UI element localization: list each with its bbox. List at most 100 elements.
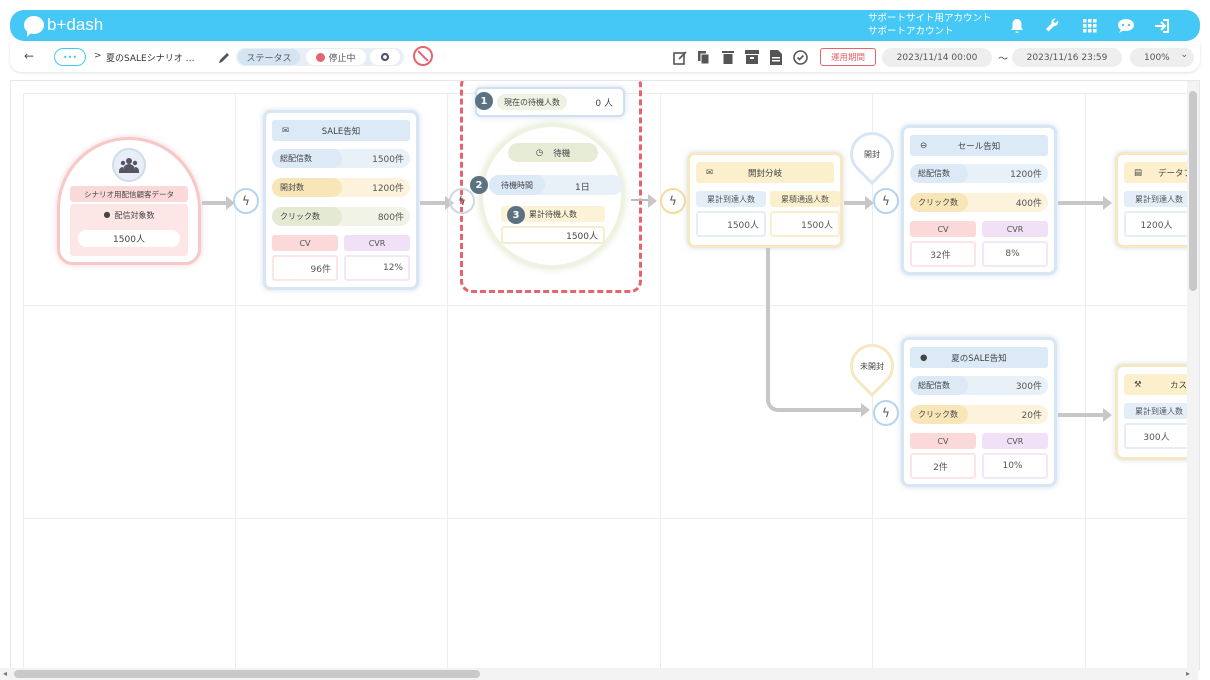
trigger-bolt-icon[interactable]: ϟ (873, 400, 899, 426)
cv-label: CV (910, 221, 976, 237)
wait-time-label: 待機時間 (489, 175, 545, 195)
account-name: サポートサイト用アカウント (868, 13, 992, 24)
copy-icon[interactable] (696, 49, 712, 65)
connector-arrow (786, 403, 870, 417)
chat-icon[interactable] (1116, 16, 1136, 36)
vertical-scrollbar-thumb[interactable] (1189, 91, 1197, 291)
grid-icon[interactable] (1080, 16, 1100, 36)
sale-notice-sent-label: 総配信数 (910, 164, 968, 183)
zoom-select[interactable]: 100% ⌄ (1130, 48, 1194, 67)
summer-sale-sent-label: 総配信数 (910, 376, 968, 395)
data-file-title-bar: ▤ データファ (1124, 162, 1199, 183)
sale-notice-node[interactable]: ⊖ セール告知 1200件 総配信数 400件 クリック数 CV CVR 32件… (901, 125, 1057, 275)
period-separator: 〜 (998, 54, 1008, 65)
custom-reach-value: 300人 (1124, 423, 1194, 449)
cvr-label: CVR (982, 221, 1048, 237)
cvr-value: 12% (344, 255, 410, 281)
trigger-bolt-icon[interactable]: ϟ (449, 188, 475, 214)
sale-notice-title: セール告知 (957, 141, 1001, 152)
clock-icon: ◷ (535, 147, 544, 158)
prohibit-icon[interactable] (413, 46, 433, 66)
check-circle-icon[interactable] (792, 49, 808, 65)
cvr-label: CVR (344, 235, 410, 251)
clipboard-icon: ▤ (1134, 167, 1143, 178)
branch-reach-label: 累計到達人数 (696, 191, 766, 207)
connector-arrow (202, 196, 235, 210)
status-label: ステータス (238, 49, 300, 65)
summer-sale-node[interactable]: ● 夏のSALE告知 300件 総配信数 20件 クリック数 CV CVR 2件… (901, 337, 1057, 487)
wait-total-value: 1500人 (501, 226, 605, 244)
scenario-name[interactable]: 夏のSALEシナリオ … (106, 54, 195, 64)
gear-icon[interactable] (370, 49, 400, 65)
trigger-bolt-icon[interactable]: ϟ (660, 188, 686, 214)
cvr-label: CVR (982, 433, 1048, 449)
segment-node[interactable]: シナリオ用配信顧客データ ● 配信対象数 1500人 (57, 137, 201, 265)
grid-line (235, 93, 236, 669)
branch-title-bar: ✉ 開封分岐 (696, 162, 834, 183)
badge-number-1: 1 (475, 92, 493, 110)
wait-time-row: 待機時間 1日 (489, 175, 623, 195)
branch-reach-value: 1500人 (696, 211, 766, 237)
connector-arrow (844, 196, 874, 210)
connector-arrow (420, 196, 454, 210)
period-end[interactable]: 2023/11/16 23:59 (1012, 48, 1122, 67)
edit-icon[interactable] (672, 49, 688, 65)
vertical-scrollbar[interactable] (1187, 81, 1199, 669)
cv-value: 96件 (272, 255, 338, 281)
badge-number-3: 3 (507, 206, 525, 224)
trigger-bolt-icon[interactable]: ϟ (233, 188, 259, 214)
connector-arrow (1058, 408, 1112, 422)
data-file-reach-value: 1200人 (1124, 211, 1194, 237)
wait-title: ◷ 待機 (508, 143, 598, 162)
segment-count-label: 配信対象数 (114, 211, 155, 220)
back-button[interactable]: ← (24, 49, 35, 63)
status-value[interactable]: 停止中 (306, 49, 366, 65)
account-info[interactable]: サポートサイト用アカウント サポートアカウント (868, 13, 992, 38)
document-icon[interactable] (768, 49, 784, 65)
sale-mail-node[interactable]: ✉ SALE告知 1500件 総配信数 1200件 開封数 800件 クリック数… (263, 110, 419, 290)
cv-value: 32件 (910, 241, 976, 267)
scenario-canvas[interactable]: シナリオ用配信顧客データ ● 配信対象数 1500人 ϟ ✉ SALE告知 15… (10, 80, 1200, 670)
bell-icon[interactable] (1007, 16, 1027, 36)
summer-sale-click-label: クリック数 (910, 405, 968, 424)
horizontal-scrollbar[interactable]: ◂ ▸ (0, 668, 1198, 680)
brand-logo[interactable]: b+dash (24, 15, 104, 37)
edit-name-icon[interactable] (216, 49, 232, 65)
wrench-icon[interactable] (1043, 16, 1063, 36)
data-file-node[interactable]: ▤ データファ 累計到達人数 1200人 (1115, 152, 1199, 248)
custom-title-bar: ⚒ カスタム (1124, 374, 1199, 395)
custom-node[interactable]: ⚒ カスタム 累計到達人数 300人 (1115, 364, 1199, 460)
scroll-right-icon[interactable]: ▸ (1186, 669, 1191, 678)
trash-icon[interactable] (720, 49, 736, 65)
grid-line (1085, 93, 1086, 669)
horizontal-scrollbar-thumb[interactable] (14, 670, 480, 678)
summer-sale-sent-value: 300件 (1015, 382, 1042, 392)
logout-icon[interactable] (1152, 16, 1172, 36)
brand-name: b+dash (47, 15, 104, 34)
archive-icon[interactable] (744, 49, 760, 65)
current-waiting-box: 現在の待機人数 0 人 (475, 87, 625, 117)
grid-line (660, 93, 661, 669)
sale-mail-open-label: 開封数 (272, 178, 342, 197)
more-button[interactable]: ••• (54, 48, 86, 66)
segment-title: シナリオ用配信顧客データ (70, 186, 188, 202)
period-start[interactable]: 2023/11/14 00:00 (882, 48, 992, 67)
trigger-bolt-icon[interactable]: ϟ (873, 188, 899, 214)
sale-mail-click-value: 800件 (377, 213, 404, 223)
grid-line (23, 305, 1199, 306)
cv-label: CV (910, 433, 976, 449)
branch-node[interactable]: ✉ 開封分岐 累計到達人数 累積通過人数 1500人 1500人 (687, 152, 843, 248)
period-label: 運用期間 (820, 48, 876, 66)
mail-open-icon: ✉ (706, 167, 714, 178)
sale-notice-sent-value: 1200件 (1010, 170, 1042, 180)
branch-pass-label: 累積通過人数 (770, 191, 840, 207)
branch-pass-value: 1500人 (770, 211, 840, 237)
sale-notice-click-value: 400件 (1015, 199, 1042, 209)
connector-arrow (631, 194, 657, 208)
mail-icon: ✉ (282, 125, 290, 136)
grid-line (23, 518, 1199, 519)
users-icon (112, 148, 146, 182)
sale-notice-click-label: クリック数 (910, 193, 968, 212)
data-file-reach-label: 累計到達人数 (1124, 191, 1194, 207)
scroll-left-icon[interactable]: ◂ (3, 669, 8, 678)
